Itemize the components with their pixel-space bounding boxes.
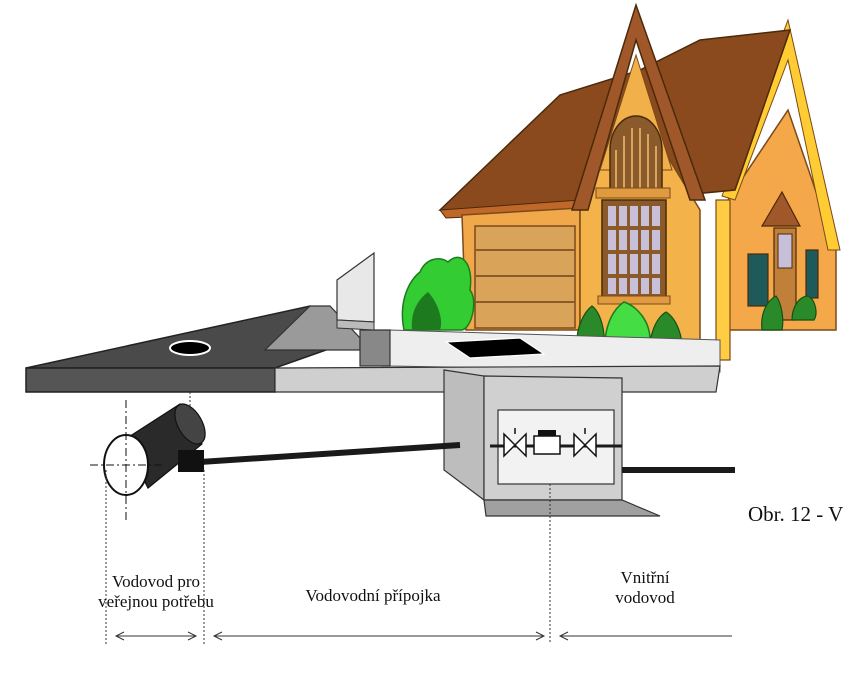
window-cornice: [595, 187, 671, 199]
valve-left-icon: [503, 432, 527, 458]
label-internal-line1: Vnitřní: [620, 568, 670, 587]
valve-right-icon: [573, 432, 597, 458]
label-public-main: Vodovod pro veřejnou potřebu: [86, 572, 226, 612]
pit-left-wall: [443, 369, 485, 502]
dimension-lines: [105, 392, 732, 644]
ground: [25, 251, 721, 393]
house: [438, 2, 841, 361]
water-meter-pit: [443, 369, 661, 517]
tall-window-panes: [608, 206, 660, 294]
dim-arrow: [114, 631, 125, 641]
shrub-dark: [411, 292, 442, 330]
dim-arrow: [187, 631, 198, 641]
dim-arrow: [212, 631, 223, 641]
fence-wall: [336, 251, 375, 323]
water-meter-icon: [533, 435, 561, 455]
tall-window-sill: [597, 295, 671, 305]
shrub: [791, 295, 817, 321]
figure-caption: Obr. 12 - V: [748, 502, 844, 526]
shrub: [761, 295, 784, 331]
arch-window-grille: [615, 128, 657, 188]
public-main-pipe-end-back: [174, 403, 206, 445]
label-public-main-line1: Vodovod pro: [112, 572, 200, 591]
dim-arrow: [535, 631, 546, 641]
road-slab-front: [25, 367, 276, 393]
door-canopy: [760, 190, 801, 227]
pipe-fitting: [178, 450, 204, 472]
arch-window: [609, 115, 663, 191]
dim-arrow: [558, 631, 569, 641]
side-window: [747, 253, 769, 307]
label-connection: Vodovodní přípojka: [268, 586, 478, 606]
pit-floor: [483, 499, 661, 517]
pipes: [90, 400, 735, 520]
service-pipe: [199, 442, 461, 465]
label-internal: Vnitřní vodovod: [590, 568, 700, 608]
side-window: [805, 249, 819, 299]
fence-wall-side: [336, 319, 375, 331]
water-meter-top: [538, 430, 556, 436]
label-public-main-line2: veřejnou potřebu: [98, 592, 214, 611]
porch-column: [715, 199, 731, 361]
road-manhole: [169, 340, 211, 356]
yard-manhole: [444, 337, 546, 359]
label-internal-line2: vodovod: [615, 588, 675, 607]
label-connection-text: Vodovodní přípojka: [305, 586, 441, 605]
central-gable-roof: [570, 2, 707, 211]
curb-raised: [359, 329, 391, 367]
front-door-glass: [777, 233, 793, 269]
